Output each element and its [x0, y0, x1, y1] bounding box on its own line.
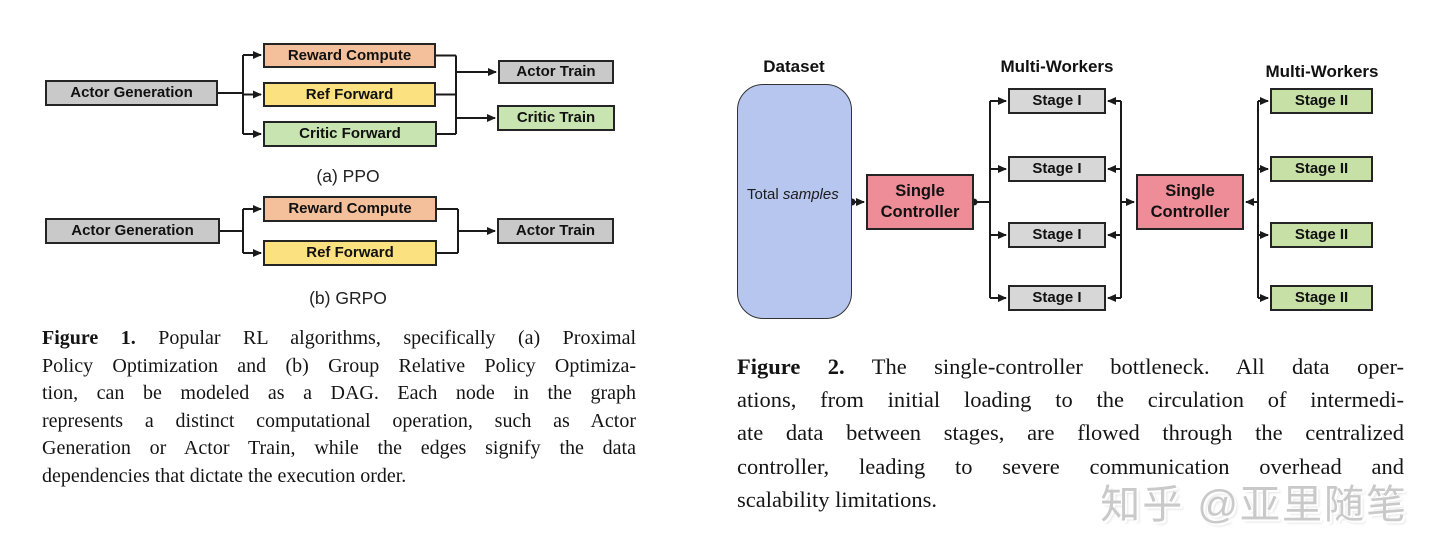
- stage1-node: Stage I: [1008, 156, 1106, 182]
- figure1-caption-label: Figure 1.: [42, 327, 136, 349]
- stage2-node: Stage II: [1270, 222, 1373, 248]
- figure2-caption-line: scalability limitations.: [737, 486, 937, 512]
- multi-workers-label: Multi-Workers: [1000, 57, 1114, 76]
- ppo-critic-train-node: Critic Train: [497, 105, 615, 131]
- figure1-caption: Figure 1. Popular RL algorithms, specifi…: [42, 325, 636, 490]
- single-controller-node: Single Controller: [866, 174, 974, 230]
- stage2-node: Stage II: [1270, 156, 1373, 182]
- figure2-caption-line: ate data between stages, are flowed thro…: [737, 420, 1404, 446]
- figure1-caption-line: Generation or Actor Train, while the edg…: [42, 437, 636, 459]
- dataset-label: Dataset: [763, 57, 825, 76]
- multi-workers-label: Multi-Workers: [1265, 62, 1379, 81]
- figure1-caption-line: tion, can be modeled as a DAG. Each node…: [42, 382, 636, 404]
- grpo-ref-forward-node: Ref Forward: [263, 240, 437, 266]
- dataset-text-samples: samples: [782, 186, 839, 203]
- dataset-text: Total samples: [747, 186, 839, 203]
- figure1-caption-line: represents a distinct computational oper…: [42, 409, 636, 432]
- stage1-node: Stage I: [1008, 285, 1106, 311]
- single-controller-node: Single Controller: [1136, 174, 1244, 230]
- figure2-caption-line: The single-controller bottleneck. All da…: [871, 354, 1404, 379]
- figure2-caption-line: ations, from initial loading to the circ…: [737, 387, 1404, 413]
- grpo-sublabel: (b) GRPO: [309, 288, 387, 308]
- figure1-caption-line: Popular RL algorithms, specifically (a) …: [158, 327, 636, 349]
- grpo-reward-compute-node: Reward Compute: [263, 196, 437, 222]
- ppo-reward-compute-node: Reward Compute: [263, 43, 436, 68]
- ppo-ref-forward-node: Ref Forward: [263, 82, 436, 107]
- grpo-actor-generation-node: Actor Generation: [45, 218, 220, 244]
- stage2-node: Stage II: [1270, 285, 1373, 311]
- stage1-node: Stage I: [1008, 88, 1106, 114]
- figure2-caption-line: controller, leading to severe communicat…: [737, 453, 1404, 479]
- figure2-caption: Figure 2. The single-controller bottlene…: [737, 350, 1404, 516]
- ppo-sublabel: (a) PPO: [316, 166, 380, 186]
- ppo-critic-forward-node: Critic Forward: [263, 121, 437, 147]
- figure1-caption-line: Policy Optimization and (b) Group Relati…: [42, 354, 636, 377]
- ppo-actor-generation-node: Actor Generation: [45, 80, 218, 106]
- grpo-actor-train-node: Actor Train: [497, 218, 614, 244]
- ppo-actor-train-node: Actor Train: [498, 60, 614, 84]
- stage1-node: Stage I: [1008, 222, 1106, 248]
- figure1-caption-line: dependencies that dictate the execution …: [42, 464, 407, 487]
- dataset-text-prefix: Total: [747, 186, 779, 203]
- dataset-shape: [737, 84, 852, 319]
- figure2-caption-label: Figure 2.: [737, 354, 845, 379]
- stage2-node: Stage II: [1270, 88, 1373, 114]
